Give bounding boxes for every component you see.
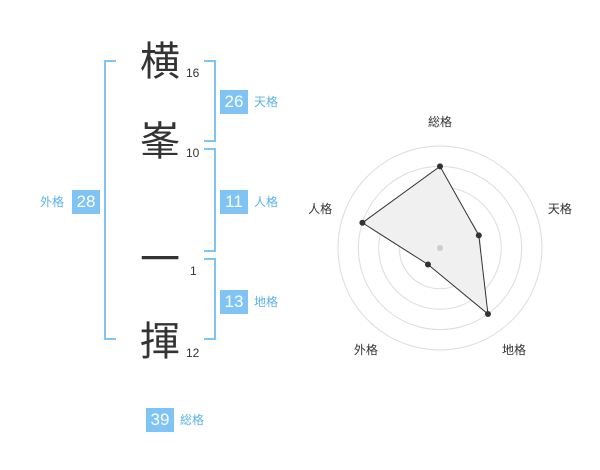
jinkaku-bracket xyxy=(204,148,216,252)
radar-axis-label-3: 地格 xyxy=(502,342,526,357)
radar-point-1 xyxy=(437,163,443,170)
radar-axis-label-2: 天格 xyxy=(548,201,572,216)
radar-axis-label-1: 総格 xyxy=(428,114,452,129)
radar-point-4 xyxy=(425,261,432,268)
jinkaku-label: 人格 xyxy=(254,195,279,209)
gaikaku-label: 外格 xyxy=(40,195,65,209)
tenkaku-value: 26 xyxy=(220,90,248,114)
name-char-4: 揮 xyxy=(140,319,180,365)
chikaku-value: 13 xyxy=(220,290,248,314)
name-char-1: 横 xyxy=(140,39,180,85)
radar-data-points xyxy=(359,163,491,318)
name-char-2: 峯 xyxy=(140,119,180,165)
tenkaku-label: 天格 xyxy=(254,95,279,109)
tenkaku-bracket xyxy=(204,60,216,142)
radar-axis-label-5: 人格 xyxy=(308,201,332,216)
name-char-3: 一 xyxy=(140,237,180,283)
stroke-count-2: 10 xyxy=(186,146,200,160)
radar-point-3 xyxy=(484,311,491,318)
radar-axis-label-4: 外格 xyxy=(354,342,378,357)
radar-ring xyxy=(337,145,543,351)
gaikaku-bracket xyxy=(104,60,116,340)
radar-point-5 xyxy=(359,219,366,226)
jinkaku-value: 11 xyxy=(220,190,248,214)
soukaku-value: 39 xyxy=(146,408,174,432)
radar-data-polygon xyxy=(361,165,489,316)
soukaku-label: 総格 xyxy=(180,413,205,427)
gaikaku-value: 28 xyxy=(72,190,100,214)
chikaku-label: 地格 xyxy=(254,295,279,309)
chikaku-bracket xyxy=(204,258,216,340)
stroke-count-1: 16 xyxy=(186,66,200,80)
stroke-count-4: 12 xyxy=(186,346,200,360)
radar-center-dot xyxy=(437,245,443,251)
stroke-count-3: 1 xyxy=(190,264,197,278)
radar-point-2 xyxy=(475,232,482,239)
